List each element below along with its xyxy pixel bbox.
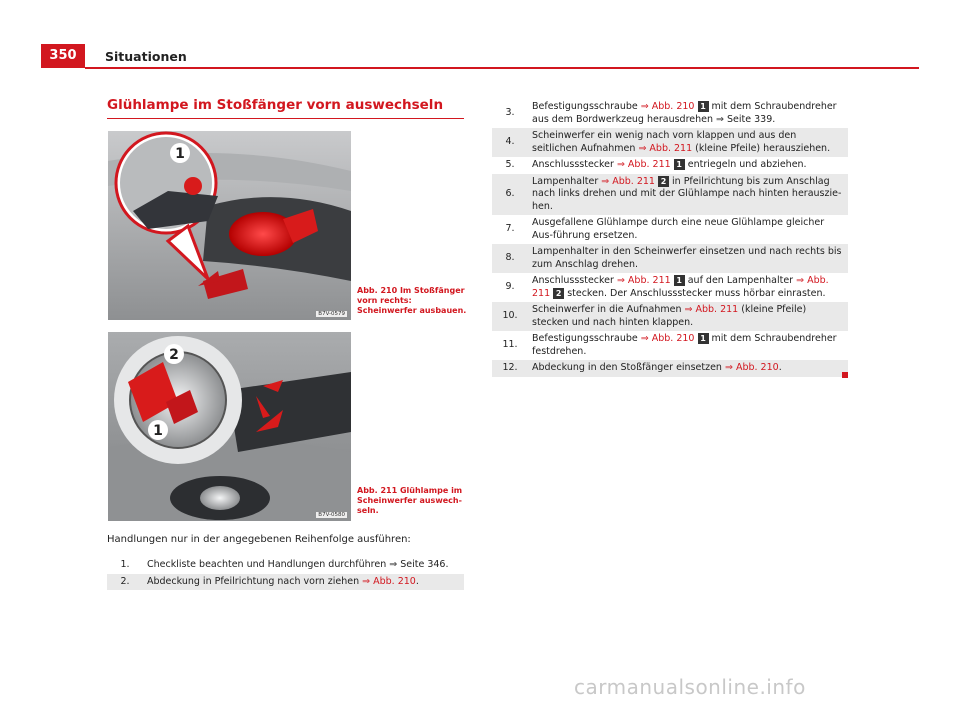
figure-211-image: 2 1 B7V-0580 [108,332,351,521]
step-text-segment: stecken. Der Anschlussstecker muss hörba… [564,287,826,299]
section-title: Glühlampe im Stoßfänger vorn auswechseln [107,97,444,113]
figure-reference-link[interactable]: ⇒ Abb. 211 [532,275,829,299]
figure-reference-link[interactable]: ⇒ Abb. 211 [616,275,671,286]
figure-210-image: 1 B7V-0579 [108,131,351,320]
step-text-segment: Scheinwerfer in die Aufnahmen [532,304,685,315]
step-text-segment: mit dem Schraubendreher festdrehen. [532,333,837,357]
bumper-headlight-illustration: 1 [108,131,351,320]
step-text: Anschlussstecker ⇒ Abb. 211 1 entriegeln… [528,157,848,174]
step-text-segment: Abdeckung in den Stoßfänger einsetzen [532,362,725,373]
step-text-segment: mit dem Schraubendreher aus dem Bordwerk… [532,101,837,125]
step-row: 4.Scheinwerfer ein wenig nach vorn klapp… [492,128,848,157]
step-number: 9. [505,281,515,293]
step-number: 12. [492,360,528,377]
step-number: 1. [120,559,130,570]
figure-reference-link[interactable]: ⇒ Abb. 210 [640,101,695,112]
callout-number-badge: 2 [553,287,565,299]
intro-text: Handlungen nur in der angegebenen Reihen… [107,534,411,545]
step-text-segment: Ausgefallene Glühlampe durch eine neue G… [532,217,825,241]
step-number: 3. [505,107,515,119]
step-text-segment: Befestigungsschraube [532,333,641,344]
step-text: Abdeckung in Pfeilrichtung nach vorn zie… [143,573,464,590]
step-text: Checkliste beachten und Handlungen durch… [143,557,464,574]
header-divider [85,67,919,69]
step-number: 10. [492,302,528,331]
figure-marker-2: 2 [169,347,179,363]
section-divider [107,118,464,119]
step-number: 5. [505,159,515,170]
step-text: Scheinwerfer in die Aufnahmen ⇒ Abb. 211… [528,302,848,331]
step-text-segment: Lampenhalter in den Scheinwerfer einsetz… [532,246,842,270]
step-row: 2. Abdeckung in Pfeilrichtung nach vorn z… [107,573,464,590]
step-text-segment: Checkliste beachten und Handlungen durch… [147,559,449,570]
figure-reference-link[interactable]: ⇒ Abb. 211 [638,142,693,154]
callout-number-badge: 2 [658,175,669,187]
step-text-segment: Befestigungsschraube [532,101,641,112]
step-text: Lampenhalter ⇒ Abb. 211 2 in Pfeilrichtu… [528,173,848,215]
step-number: 11. [502,339,518,351]
step-row: 5. Anschlussstecker ⇒ Abb. 211 1 entriege… [492,157,848,174]
step-row: 7. Ausgefallene Glühlampe durch eine neue… [492,215,848,244]
step-text-segment: Anschlussstecker [532,159,617,170]
step-text-segment: Lampenhalter [532,175,602,187]
step-number: 8. [492,244,528,273]
step-text-segment: (kleine Pfeile) herausziehen. [692,142,831,154]
figure-211-caption: Abb. 211 Glühlampe im Scheinwerfer auswe… [357,486,463,515]
figure-reference-link[interactable]: ⇒ Abb. 211 [616,159,671,170]
step-text-segment: Scheinwerfer ein wenig nach vorn klappen… [532,130,797,154]
end-of-section-marker [842,372,848,378]
step-number: 6. [492,173,528,215]
step-text-segment: Abdeckung in Pfeilrichtung nach vorn zie… [147,575,363,587]
figure-marker-1: 1 [175,146,185,162]
step-text-segment: auf den Lampenhalter [684,275,797,286]
callout-number-badge: 1 [673,159,685,170]
figure-code: B7V-0580 [316,512,347,518]
step-text-segment: . [415,575,419,587]
fog-lamp-bulb-illustration: 2 1 [108,332,351,521]
step-row: 1. Checkliste beachten und Handlungen dur… [107,557,464,574]
step-text-segment: entriegeln und abziehen. [684,159,807,170]
figure-reference-link[interactable]: ⇒ Abb. 210 [362,575,416,587]
step-text-segment: . [778,362,782,373]
steps-table-right: 3. Befestigungsschraube ⇒ Abb. 210 1 mit … [492,99,848,377]
step-row: 9. Anschlussstecker ⇒ Abb. 211 1 auf den … [492,273,848,302]
page-number: 350 [41,44,85,68]
step-row: 10.Scheinwerfer in die Aufnahmen ⇒ Abb. … [492,302,848,331]
callout-number-badge: 1 [673,275,685,286]
figure-reference-link[interactable]: ⇒ Abb. 211 [684,304,739,315]
step-text-segment: Anschlussstecker [532,275,617,286]
step-text: Scheinwerfer ein wenig nach vorn klappen… [528,128,848,157]
callout-number-badge: 1 [697,333,709,344]
step-text: Ausgefallene Glühlampe durch eine neue G… [528,215,848,244]
figure-marker-1: 1 [153,423,163,439]
steps-table-left: 1. Checkliste beachten und Handlungen dur… [107,557,464,590]
step-number: 7. [505,223,515,235]
figure-reference-link[interactable]: ⇒ Abb. 210 [724,362,779,373]
chapter-title: Situationen [105,49,187,64]
step-text: Lampenhalter in den Scheinwerfer einsetz… [528,244,848,273]
step-text-segment: (kleine Pfeile) stecken und nach hinten … [532,304,807,328]
step-text: Anschlussstecker ⇒ Abb. 211 1 auf den La… [528,273,848,302]
figure-reference-link[interactable]: ⇒ Abb. 210 [640,333,695,344]
step-row: 3. Befestigungsschraube ⇒ Abb. 210 1 mit … [492,99,848,128]
step-text: Befestigungsschraube ⇒ Abb. 210 1 mit de… [528,99,848,128]
step-number: 2. [107,573,143,590]
step-text: Befestigungsschraube ⇒ Abb. 210 1 mit de… [528,331,848,360]
step-text: Abdeckung in den Stoßfänger einsetzen ⇒ … [528,360,848,377]
step-row: 11. Befestigungsschraube ⇒ Abb. 210 1 mit… [492,331,848,360]
figure-code: B7V-0579 [316,311,347,317]
callout-number-badge: 1 [697,101,709,112]
step-text-segment: in Pfeilrichtung bis zum Anschlag nach l… [532,175,842,212]
step-row: 6.Lampenhalter ⇒ Abb. 211 2 in Pfeilrich… [492,173,848,215]
step-row: 12.Abdeckung in den Stoßfänger einsetzen… [492,360,848,377]
step-number: 4. [492,128,528,157]
figure-reference-link[interactable]: ⇒ Abb. 211 [601,175,655,187]
watermark: carmanualsonline.info [574,675,806,699]
figure-210-caption: Abb. 210 Im Stoßfänger vorn rechts: Sche… [357,286,467,315]
step-row: 8.Lampenhalter in den Scheinwerfer einse… [492,244,848,273]
